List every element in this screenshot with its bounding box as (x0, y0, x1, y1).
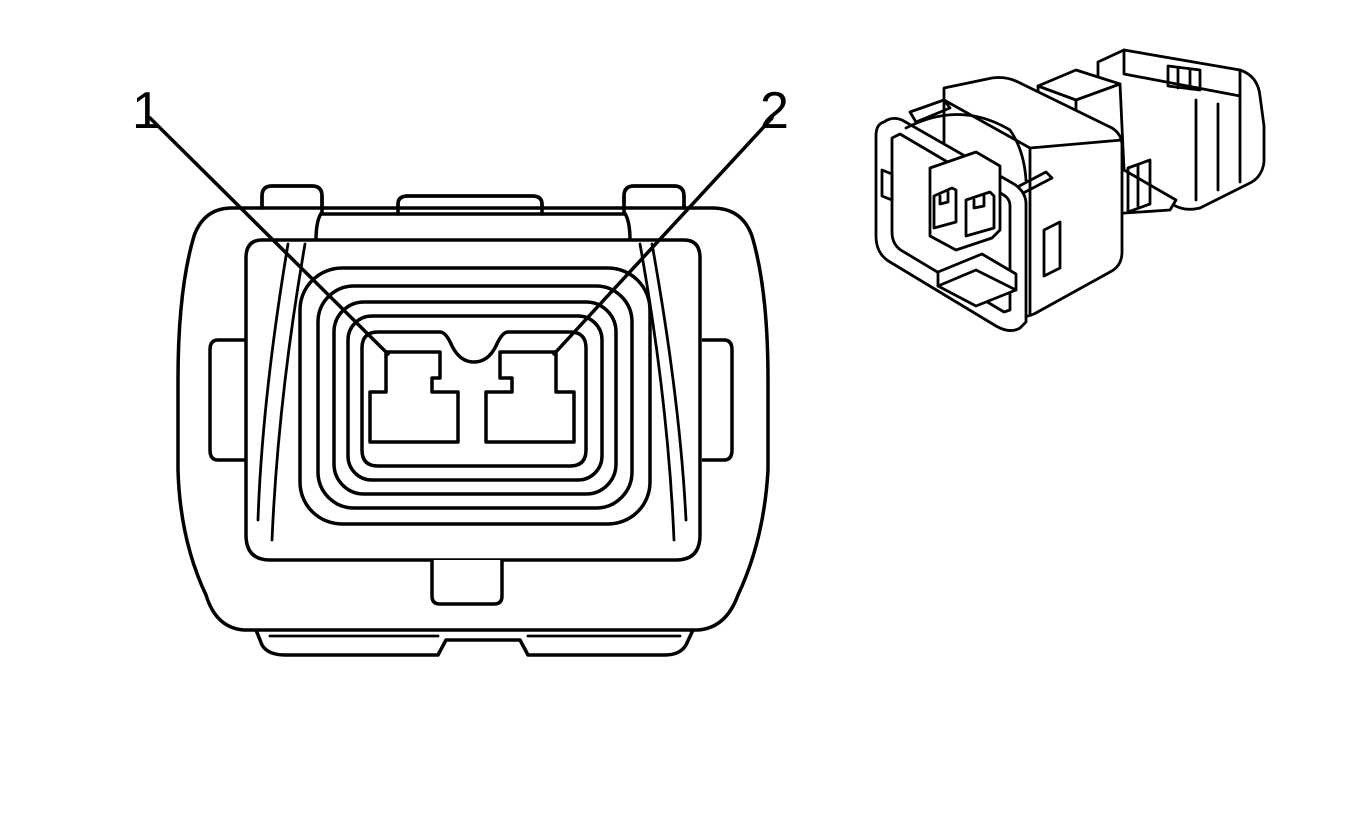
connector-top-tab-center-body (396, 194, 544, 216)
connector-bottom-key (430, 560, 504, 606)
connector-ring-2 (316, 284, 634, 510)
iso-terminal-2-notch (972, 194, 986, 210)
iso-terminal-1 (932, 186, 958, 230)
iso-front-frame-inner (890, 132, 1012, 314)
connector-bevel-left-inner (270, 242, 307, 542)
iso-rear-cap-window-line (1176, 66, 1192, 91)
connector-top-tab-right-body (622, 184, 686, 242)
connector-ring-1 (298, 266, 652, 526)
connector-side-latch-left (208, 338, 245, 462)
iso-terminal-2 (964, 190, 996, 238)
connector-bevel-right (650, 242, 688, 522)
iso-front-top-tab (908, 98, 952, 124)
terminal-2 (484, 350, 576, 444)
iso-front-side-tab (880, 168, 894, 202)
connector-ring-4 (346, 314, 604, 482)
connector-bevel-left (256, 242, 290, 522)
iso-rear-cap-ridge (1194, 94, 1242, 202)
iso-front-hood (904, 113, 1028, 182)
connector-bevel-right-inner (638, 242, 676, 542)
connector-side-latch-right (702, 338, 734, 462)
pin-2-leader-line (552, 116, 774, 356)
iso-main-slot-side (1042, 220, 1062, 278)
connector-top-tab-left-body (260, 184, 324, 242)
pin-label-1: 1 (132, 82, 161, 140)
connector-front-view (148, 116, 774, 657)
iso-rear-cap-top (1122, 48, 1242, 98)
connector-isometric-view (874, 48, 1266, 332)
pin-1-leader-line (148, 116, 390, 356)
iso-terminal-1-notch (938, 190, 950, 206)
connector-ring-3 (332, 300, 618, 496)
pin-label-2: 2 (760, 82, 789, 140)
terminal-1 (368, 350, 460, 444)
iso-middle-slot (1126, 158, 1152, 214)
iso-front-bottom-ledge-line (936, 268, 1018, 292)
iso-rear-cap (1096, 48, 1266, 211)
